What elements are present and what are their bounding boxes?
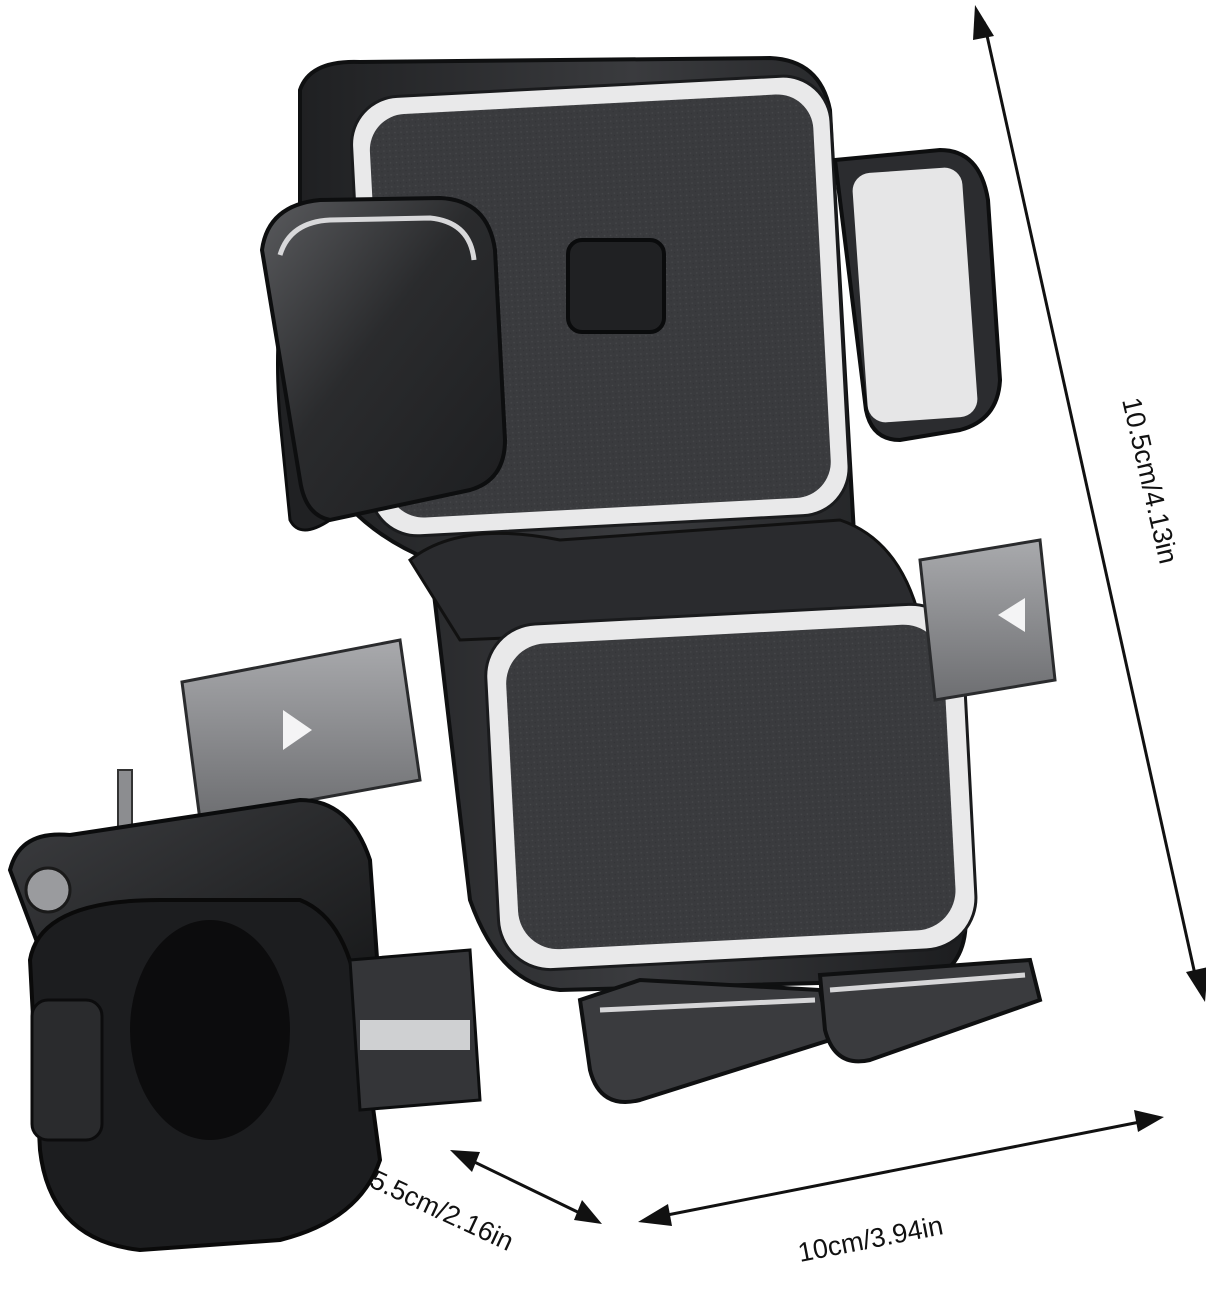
left-side-arm <box>259 195 508 523</box>
width-arrow-head-left <box>638 1204 672 1226</box>
right-foot-rim <box>829 972 1026 993</box>
dimension-depth: 5.5cm/2.16in <box>365 1150 602 1257</box>
height-arrow-head-top <box>973 5 994 40</box>
dimension-height: 10.5cm/4.13in <box>973 5 1206 1002</box>
left-side-arm-highlight <box>277 215 477 261</box>
left-arrow-icon <box>998 598 1025 632</box>
depth-label: 5.5cm/2.16in <box>365 1164 518 1257</box>
bottom-feet <box>577 957 1043 1104</box>
handlebar-clamp <box>7 769 482 1253</box>
right-arrow-icon <box>283 710 312 750</box>
right-side-arm-face <box>852 167 978 423</box>
height-arrow <box>982 21 1200 989</box>
mount-hinge-highlight <box>360 1020 470 1050</box>
left-foot-rim <box>599 997 816 1013</box>
clamp-bolt <box>24 866 72 914</box>
clamp-opening <box>130 920 290 1140</box>
dimension-width: 10cm/3.94in <box>638 1110 1164 1268</box>
depth-arrow-head-right <box>574 1200 602 1224</box>
side-arms <box>259 147 1003 523</box>
bottom-grip-pad <box>506 624 956 950</box>
clamp-knob <box>30 998 104 1142</box>
extension-sliders <box>180 538 1057 822</box>
height-arrow-head-bottom <box>1186 967 1206 1002</box>
depth-arrow-head-left <box>450 1150 480 1172</box>
release-button <box>566 238 666 334</box>
width-label: 10cm/3.94in <box>795 1210 945 1268</box>
depth-arrow <box>461 1154 591 1220</box>
width-arrow <box>651 1118 1151 1220</box>
width-arrow-head-right <box>1134 1110 1164 1132</box>
height-label: 10.5cm/4.13in <box>1116 395 1183 567</box>
left-foot <box>577 977 833 1104</box>
right-slider <box>918 538 1057 702</box>
